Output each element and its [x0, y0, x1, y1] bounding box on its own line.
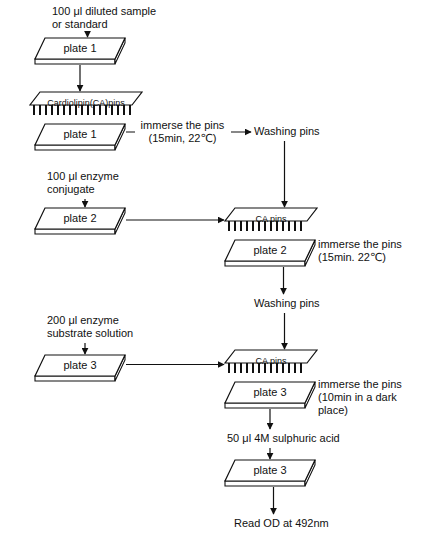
plate: plate 2: [35, 208, 125, 234]
pin: [228, 221, 230, 231]
plate: plate 3: [225, 460, 315, 486]
step-text: 100 μl diluted sample or standard: [50, 3, 168, 33]
plate-top: [35, 124, 125, 145]
plate-side: [225, 403, 305, 408]
step-text: Washing pins: [252, 123, 322, 140]
step-label: 200 μl enzyme substrate solution: [47, 314, 143, 340]
plate-top: [225, 382, 315, 403]
plate-side: [35, 376, 115, 381]
edge-label: immerse the pins (15min, 22℃): [135, 118, 231, 146]
flow-arrow: [269, 409, 270, 429]
plate-side: [225, 261, 305, 266]
step-label: Read OD at 492nm: [234, 517, 329, 530]
shape-label: plate 1: [63, 42, 96, 55]
step-label: Washing pins: [254, 125, 320, 138]
shape-label: plate 1: [63, 128, 96, 141]
flow-arrow: [87, 34, 88, 37]
pin: [39, 105, 41, 115]
plate-side: [35, 145, 115, 150]
flow-arrow: [126, 219, 224, 220]
plate-side: [225, 481, 305, 486]
flow-arrow: [79, 65, 80, 91]
step-text: 50 μl 4M sulphuric acid: [225, 430, 342, 447]
plate-top: [35, 208, 125, 229]
step-text: Washing pins: [252, 295, 322, 312]
plate: plate 3: [35, 355, 125, 381]
plate-top: [225, 240, 315, 261]
pin: [294, 363, 296, 373]
plate: plate 1: [35, 124, 125, 150]
shape-label: Cardiolipin(CA)pins: [47, 97, 125, 110]
plate: plate 1: [35, 38, 125, 64]
pin: [33, 105, 35, 115]
pin: [294, 221, 296, 231]
step-note: immerse the pins (15min. 22℃): [318, 238, 424, 264]
flow-arrow: [269, 448, 270, 459]
flow-arrow: [284, 141, 285, 207]
shape-label: plate 3: [253, 386, 286, 399]
pin: [240, 363, 242, 373]
flow-arrow: [283, 267, 284, 294]
step-text: Read OD at 492nm: [232, 515, 331, 532]
pin: [288, 363, 290, 373]
pin: [234, 363, 236, 373]
step-text: 100 μl enzyme conjugate: [45, 168, 145, 198]
shape-label: plate 3: [63, 359, 96, 372]
shape-label: plate 3: [253, 464, 286, 477]
pin: [288, 221, 290, 231]
plate-top: [35, 38, 125, 59]
pin: [129, 105, 131, 115]
shape-label: plate 2: [63, 212, 96, 225]
pin: [252, 221, 254, 231]
plate-top: [35, 355, 125, 376]
pin: [45, 105, 47, 115]
flow-arrow: [284, 313, 285, 349]
pin: [234, 221, 236, 231]
pin-bar: Cardiolipin(CA)pins: [30, 92, 142, 116]
step-note: immerse the pins (10min in a dark place): [318, 378, 424, 417]
plate-top: [225, 460, 315, 481]
plate: plate 3: [225, 382, 315, 408]
step-text: 200 μl enzyme substrate solution: [45, 312, 145, 342]
step-label: Washing pins: [254, 297, 320, 310]
pin: [300, 363, 302, 373]
pin: [246, 363, 248, 373]
pin: [252, 363, 254, 373]
step-label: 100 μl enzyme conjugate: [47, 170, 143, 196]
step-label: 100 μl diluted sample or standard: [52, 5, 166, 31]
flow-arrow: [84, 343, 85, 354]
flow-arrow: [84, 199, 85, 207]
plate-side: [35, 59, 115, 64]
step-label: 50 μl 4M sulphuric acid: [227, 432, 340, 445]
pin: [240, 221, 242, 231]
pin: [228, 363, 230, 373]
flow-arrow: [273, 487, 274, 514]
flow-arrow: [126, 364, 224, 365]
plate: plate 2: [225, 240, 315, 266]
pin-bar: CA pins: [225, 208, 317, 232]
pin-bar: CA pins: [225, 350, 317, 374]
plate-side: [35, 229, 115, 234]
shape-label: plate 2: [253, 244, 286, 257]
pin: [300, 221, 302, 231]
shape-label: CA pins: [255, 213, 286, 226]
pin: [246, 221, 248, 231]
shape-label: CA pins: [255, 355, 286, 368]
